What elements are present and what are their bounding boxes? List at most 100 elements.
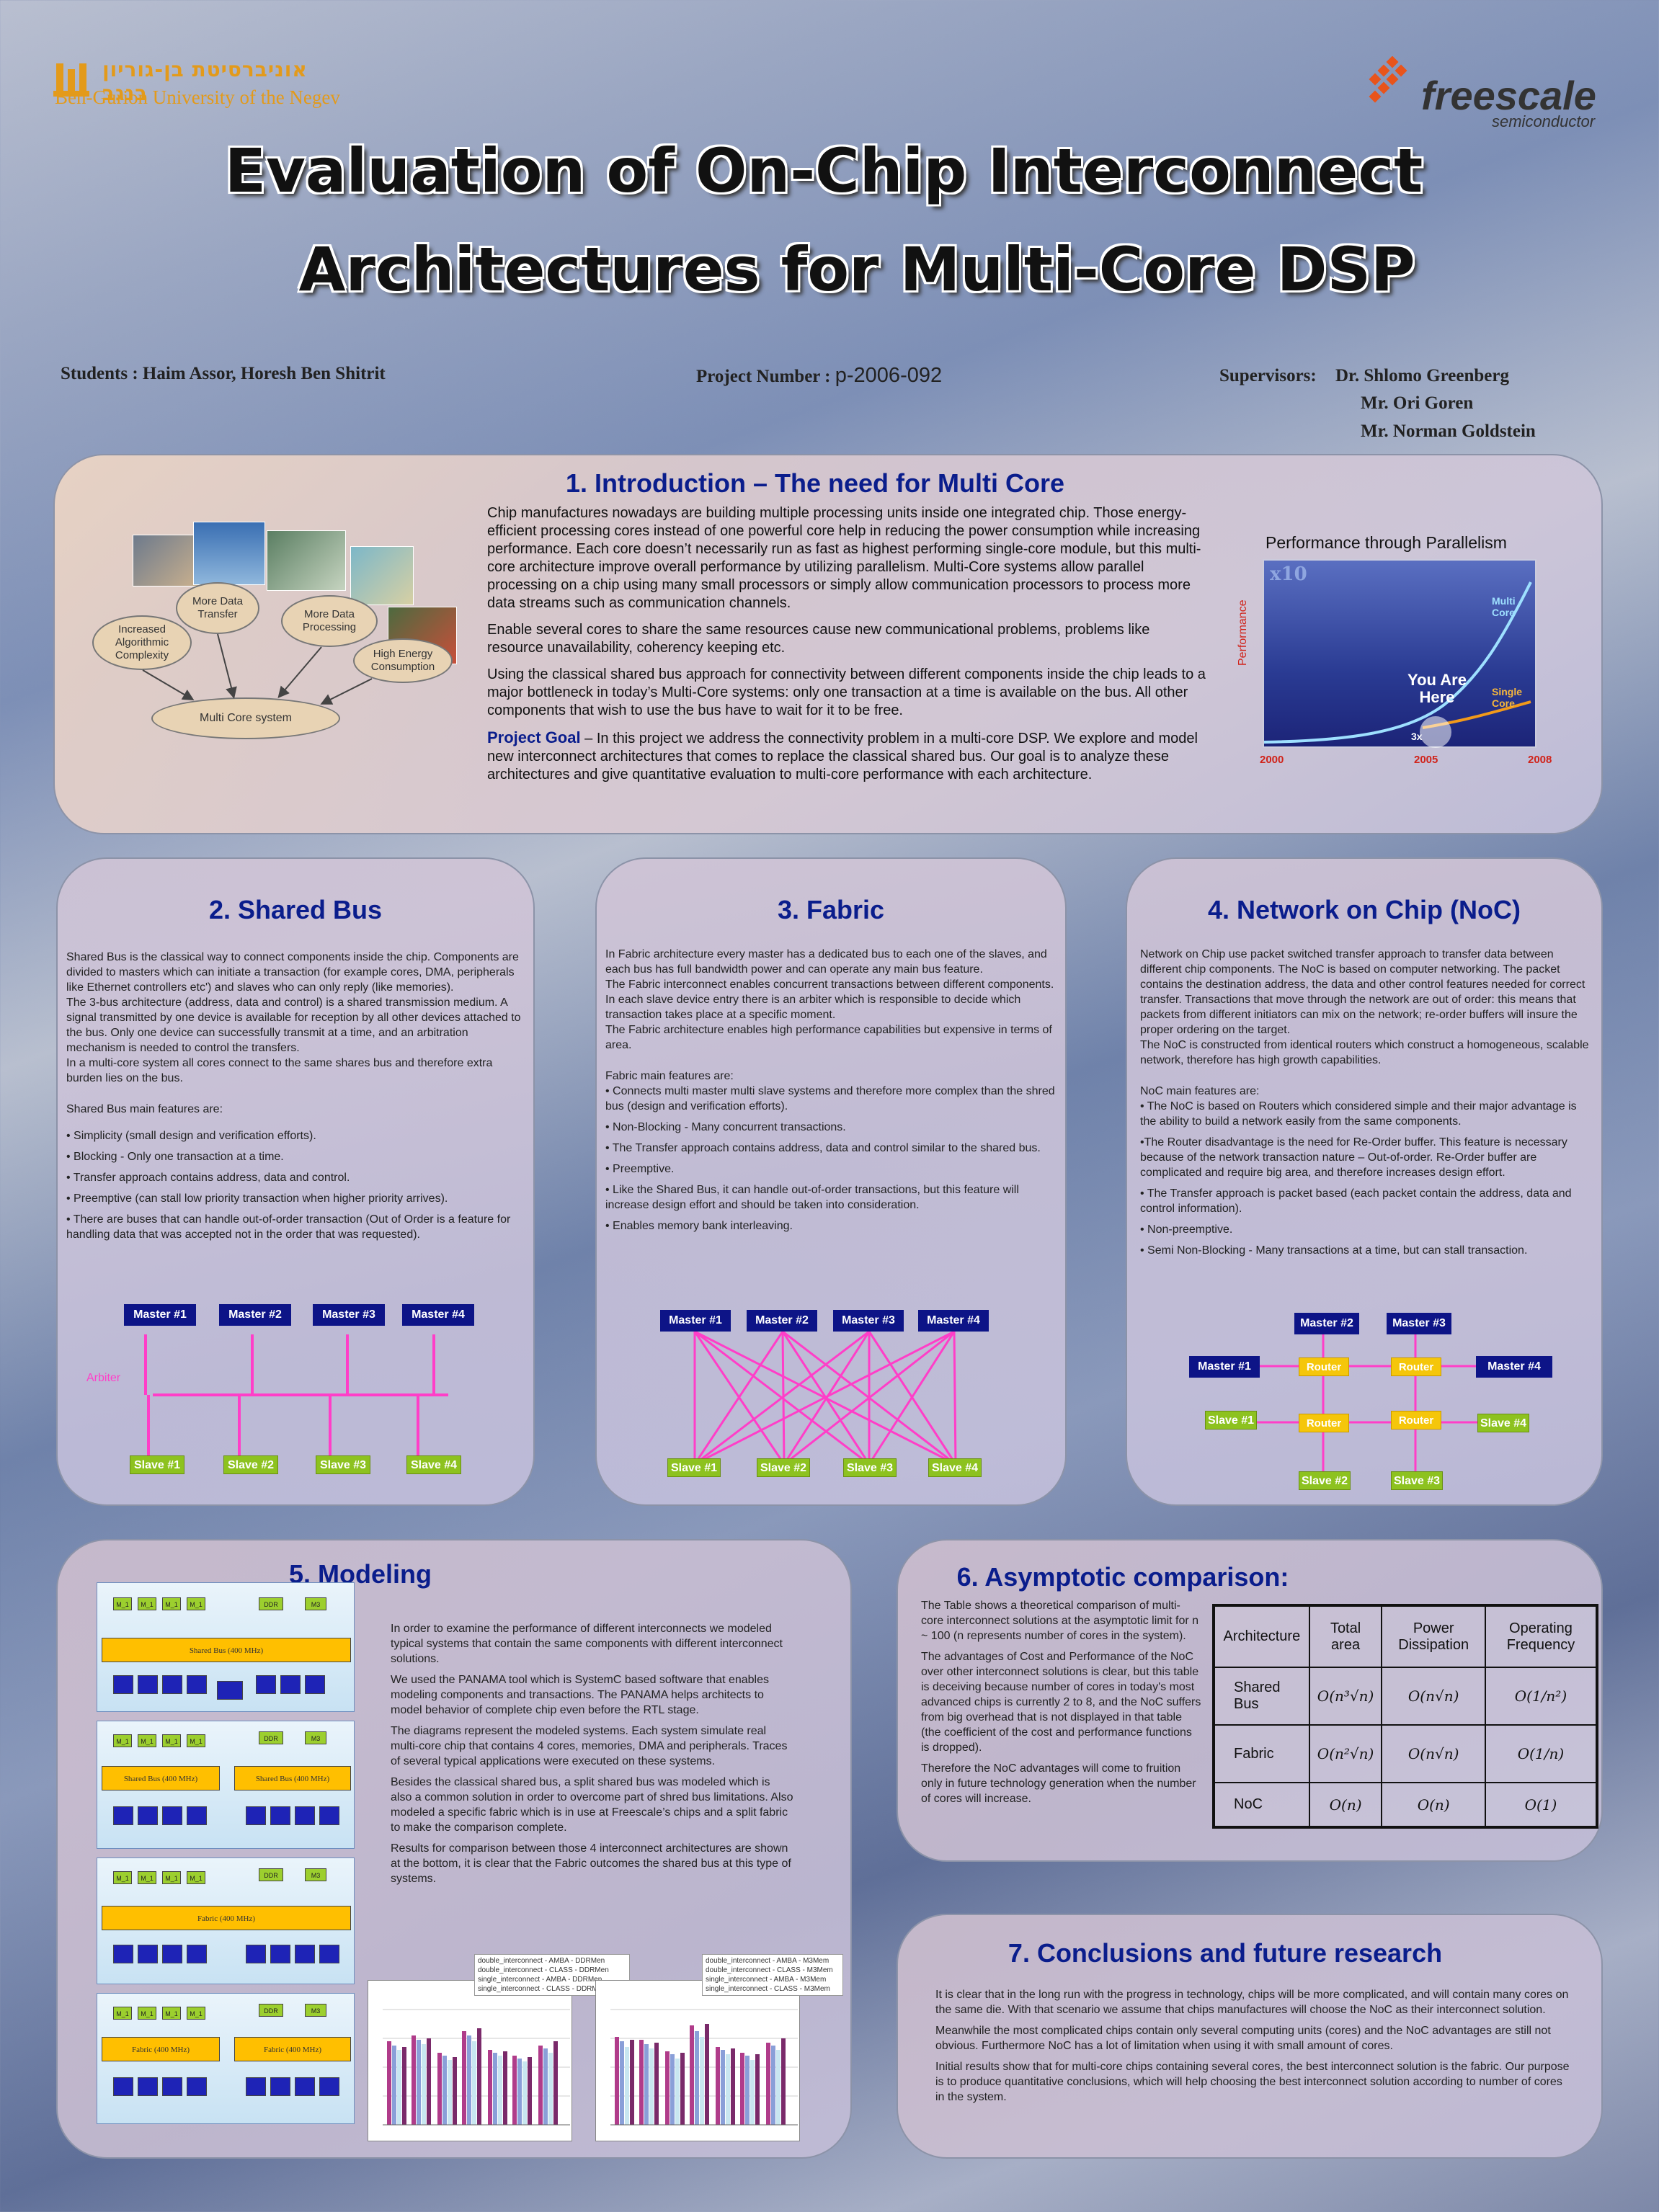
increased-complexity-node: Increased Algorithmic Complexity [92,615,192,670]
year-2005: 2005 [1414,754,1438,766]
legend-item: double_interconnect - AMBA - M3Mem [706,1957,830,1965]
poster-title-line2: Architectures for Multi-Core DSP [298,234,1415,305]
core-box: M_1 [162,1734,181,1747]
table-cell: O(1/n) [1484,1724,1598,1783]
peripheral-box [295,1806,315,1825]
multicore-system-node: Multi Core system [151,697,340,739]
table-cell: O(n) [1308,1782,1383,1828]
university-hebrew-name: אוניברסיטת בן-גוריון בנגב [102,58,308,105]
fabric-panel: 3. Fabric In Fabric architecture every m… [595,857,1067,1506]
peripheral-box [270,1945,290,1963]
shared-bus-master-1: Master #1 [124,1304,196,1326]
peripheral-box [280,1675,301,1694]
core-box: M_1 [187,1871,205,1884]
fabric-block: Fabric (400 MHz) [102,1906,351,1930]
beach-photo [350,546,414,605]
noc-slave-3: Slave #3 [1391,1471,1443,1490]
multicore-curve [1264,581,1532,744]
intro-panel: 1. Introduction – The need for Multi Cor… [53,454,1603,834]
intro-paragraph-2: Enable several cores to share the same r… [487,622,1150,656]
project-number-row: Project Number : p-2006-092 [696,364,942,388]
fabric-lines [693,1330,957,1466]
core-box: M_1 [138,1871,156,1884]
m3-box: M3 [305,1597,326,1610]
peripheral-box [256,1675,276,1694]
core-box: M_1 [113,1871,132,1884]
split-bus-block-2: Shared Bus (400 MHz) [234,1766,351,1790]
shared-bus-slave-3: Slave #3 [316,1455,370,1474]
split-fabric-block-1: Fabric (400 MHz) [102,2037,220,2061]
year-2008: 2008 [1528,754,1552,766]
peripheral-box [246,1806,266,1825]
modeling-text: In order to examine the performance of d… [391,1621,794,1892]
results-chart-ddr-svg [383,2009,570,2126]
supervisor-1: Dr. Shlomo Greenberg [1335,366,1509,385]
intro-diagram-arrows [142,633,373,705]
table-row: Shared Bus O(n³√n) O(n√n) O(1/n²) [1213,1667,1598,1726]
peripheral-box [270,2077,290,2096]
legend-item: double_interconnect - CLASS - M3Mem [706,1966,833,1974]
peripheral-box [319,2077,339,2096]
sponsor-name: freescale [1421,73,1596,118]
results-chart-ddr [368,1980,572,2141]
perf-chart: x10 Multi Core Single Core You Are Here … [1263,559,1536,748]
row-label: Fabric [1213,1724,1310,1783]
split-bus-block-1: Shared Bus (400 MHz) [102,1766,220,1790]
fabric-slave-1: Slave #1 [667,1458,721,1477]
legend-item: single_interconnect - AMBA - DDRMen [478,1976,602,1984]
supervisor-2: Mr. Ori Goren [1361,393,1474,413]
perf-x10-label: x10 [1270,563,1307,585]
model-diagram-fabric: M_1 M_1 M_1 M_1 DDR M3 Fabric (400 MHz) [97,1858,355,1984]
table-row: NoC O(n) O(n) O(1) [1213,1782,1598,1828]
perf-ylabel: Performance [1237,599,1249,666]
core-box: M_1 [113,1734,132,1747]
project-label: Project Number : [696,367,831,386]
peripheral-box [319,1945,339,1963]
legend-item: double_interconnect - CLASS - DDRMen [478,1966,609,1974]
asymptotic-para-2: The advantages of Cost and Performance o… [921,1651,1201,1754]
noc-router-3: Router [1299,1414,1349,1432]
noc-feature-5: • Semi Non-Blocking - Many transactions … [1140,1244,1528,1257]
shared-bus-master-3: Master #3 [313,1304,385,1326]
m3-box: M3 [305,1731,326,1744]
noc-text: Network on Chip use packet switched tran… [1140,947,1594,1264]
multicore-label: Multi Core [1492,595,1516,618]
table-cell: O(n) [1381,1782,1486,1828]
noc-feature-4: • Non-preemptive. [1140,1223,1233,1236]
results-legend-m3: double_interconnect - AMBA - M3Mem doubl… [702,1954,843,1996]
modeling-para-4: Besides the classical shared bus, a spli… [391,1776,793,1834]
high-energy-node: High Energy Consumption [353,638,453,683]
shared-bus-feature-1: • Simplicity (small design and verificat… [66,1130,316,1142]
shared-bus-panel: 2. Shared Bus Shared Bus is the classica… [56,857,535,1506]
perf-chart-svg [1264,581,1532,748]
split-fabric-block-2: Fabric (400 MHz) [234,2037,351,2061]
legend-item: double_interconnect - AMBA - DDRMen [478,1957,605,1965]
project-goal-label: Project Goal [487,728,581,746]
row-label: Shared Bus [1213,1667,1310,1726]
year-2000: 2000 [1260,754,1284,766]
peripheral-box [187,1945,207,1963]
noc-para-1: Network on Chip use packet switched tran… [1140,948,1585,1036]
fabric-text: In Fabric architecture every master has … [605,947,1058,1239]
model-diagram-shared-bus: M_1 M_1 M_1 M_1 DDR M3 Shared Bus (400 M… [97,1582,355,1712]
conclusions-para-1: It is clear that in the long run with th… [935,1989,1569,2016]
fabric-slave-3: Slave #3 [843,1458,897,1477]
peripheral-box [319,1806,339,1825]
ddr-box: DDR [259,1868,283,1881]
noc-slave-4: Slave #4 [1477,1414,1529,1432]
noc-slave-1: Slave #1 [1205,1411,1257,1430]
phone-photo [267,530,346,591]
fabric-master-3: Master #3 [833,1310,904,1332]
ddr-box: DDR [259,1597,283,1610]
model-diagram-split-fabric: M_1 M_1 M_1 M_1 DDR M3 Fabric (400 MHz) … [97,1993,355,2124]
modeling-para-1: In order to examine the performance of d… [391,1623,783,1665]
core-box: M_1 [113,2007,132,2020]
core-box: M_1 [162,1871,181,1884]
shared-bus-lines [144,1334,448,1457]
ddr-bars [387,2028,558,2125]
noc-master-2: Master #2 [1294,1313,1359,1334]
fabric-feature-6: • Enables memory bank interleaving. [605,1220,793,1232]
shared-bus-master-2: Master #2 [219,1304,291,1326]
header-frequency: Operating Frequency [1484,1605,1598,1668]
peripheral-box [162,1806,182,1825]
